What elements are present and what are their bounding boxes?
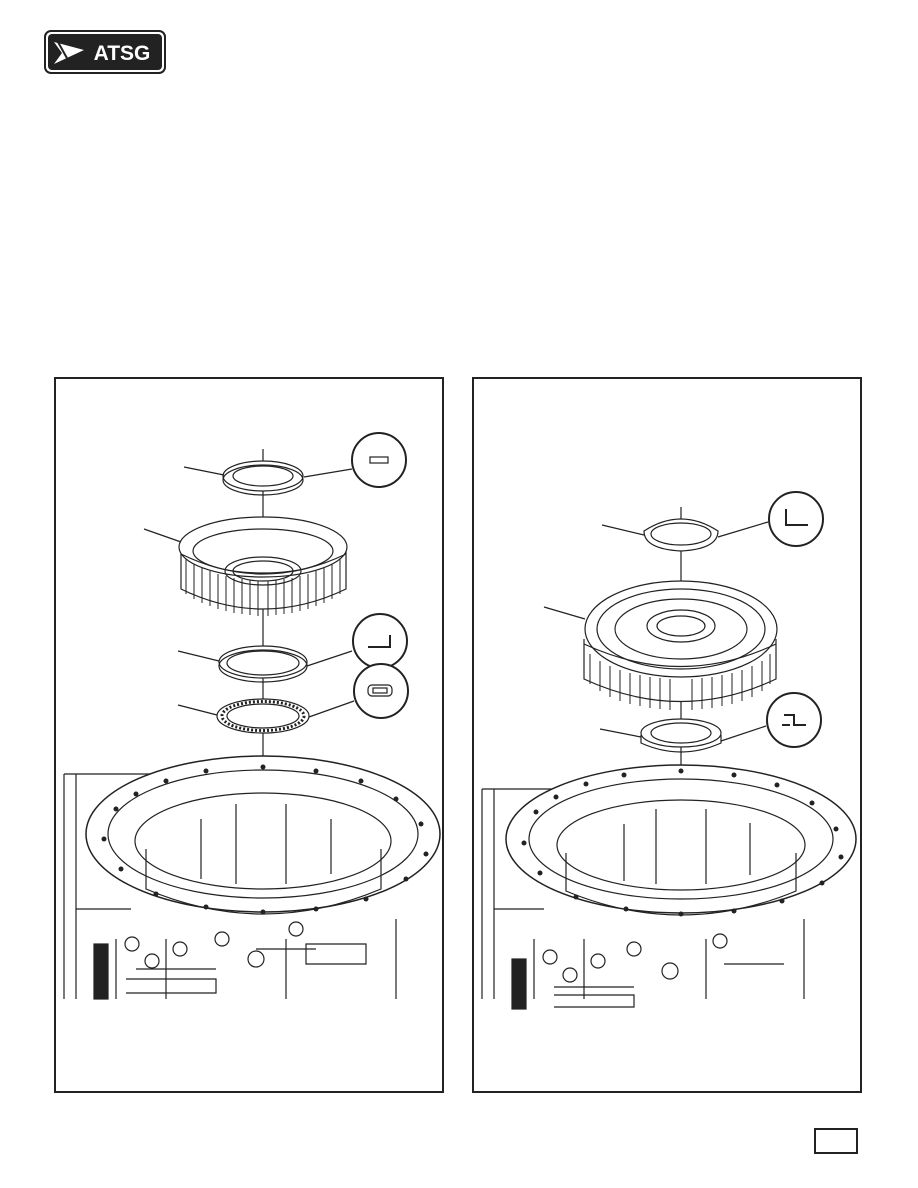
callout-stepped-washer xyxy=(766,692,822,748)
callout-angled-washer xyxy=(768,491,824,547)
thrust-washer-lower xyxy=(640,718,722,753)
clutch-drum xyxy=(178,516,348,610)
stepped-washer-profile-icon xyxy=(784,714,806,726)
callout-angled-washer xyxy=(352,613,408,669)
thrust-washer-middle xyxy=(218,645,308,683)
transmission-case xyxy=(481,764,857,1010)
thrust-bearing xyxy=(216,698,310,734)
clutch-housing xyxy=(583,580,778,702)
angled-washer-profile-icon xyxy=(368,635,391,648)
atsg-logo: ATSG xyxy=(44,30,166,74)
thrust-washer-top xyxy=(643,518,719,552)
transmission-case xyxy=(63,755,441,1000)
logo-text: ATSG xyxy=(94,42,151,65)
callout-bearing xyxy=(353,663,409,719)
bearing-profile-icon xyxy=(367,684,393,697)
atsg-jet-icon xyxy=(54,41,84,64)
flat-washer-profile-icon xyxy=(369,456,389,464)
right-exploded-view-panel xyxy=(472,377,862,1093)
callout-flat-washer xyxy=(351,432,407,488)
left-exploded-view-panel xyxy=(54,377,444,1093)
page-number-box xyxy=(814,1128,858,1154)
angled-washer-profile-icon xyxy=(785,509,808,526)
thrust-washer-top xyxy=(222,460,304,496)
